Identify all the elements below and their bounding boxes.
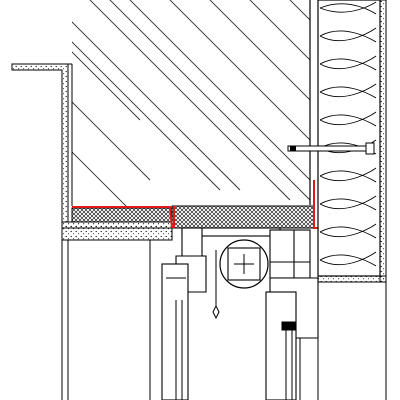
wall-anchor [287,142,375,155]
soffit-insulation-strip [71,205,315,229]
concrete-lintel [72,0,311,206]
roller-shutter-box [219,239,269,289]
window-frame [175,227,319,339]
interior-reveal [61,240,319,400]
shutter-pull-cord [212,250,220,320]
mineral-wool-insulation [317,0,381,277]
glazing [161,263,301,400]
